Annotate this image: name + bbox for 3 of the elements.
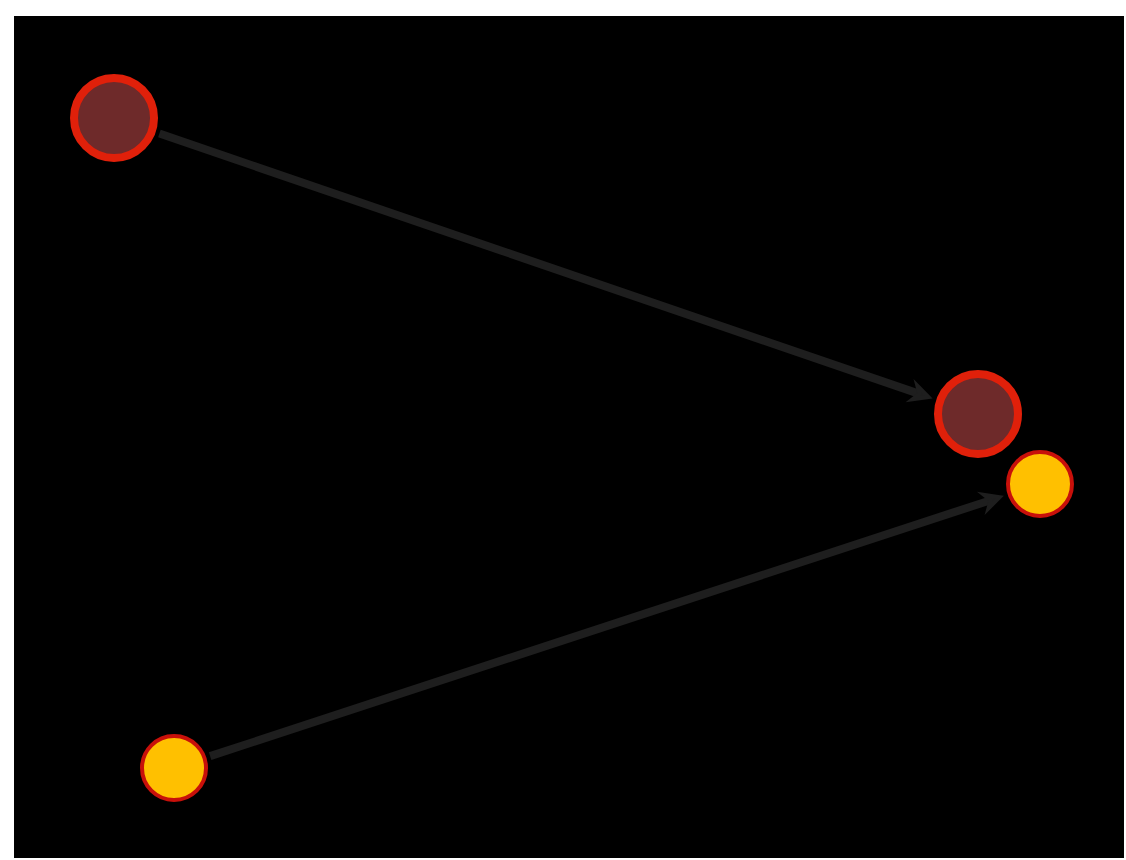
dot-circle bbox=[140, 733, 208, 802]
dot-circle bbox=[1006, 449, 1074, 518]
dot-circle bbox=[934, 369, 1022, 458]
